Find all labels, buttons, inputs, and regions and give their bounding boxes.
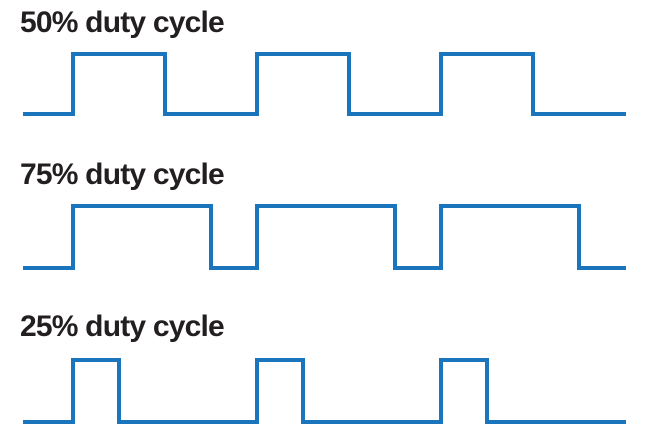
waveform-50-duty-cycle: [23, 52, 626, 116]
waveform-25-duty-cycle: [23, 358, 626, 424]
duty-cycle-label-75: 75% duty cycle: [20, 158, 225, 191]
duty-cycle-label-25: 25% duty cycle: [20, 310, 225, 343]
duty-cycle-label-50: 50% duty cycle: [20, 6, 225, 39]
waveform-75-duty-cycle: [23, 204, 626, 270]
